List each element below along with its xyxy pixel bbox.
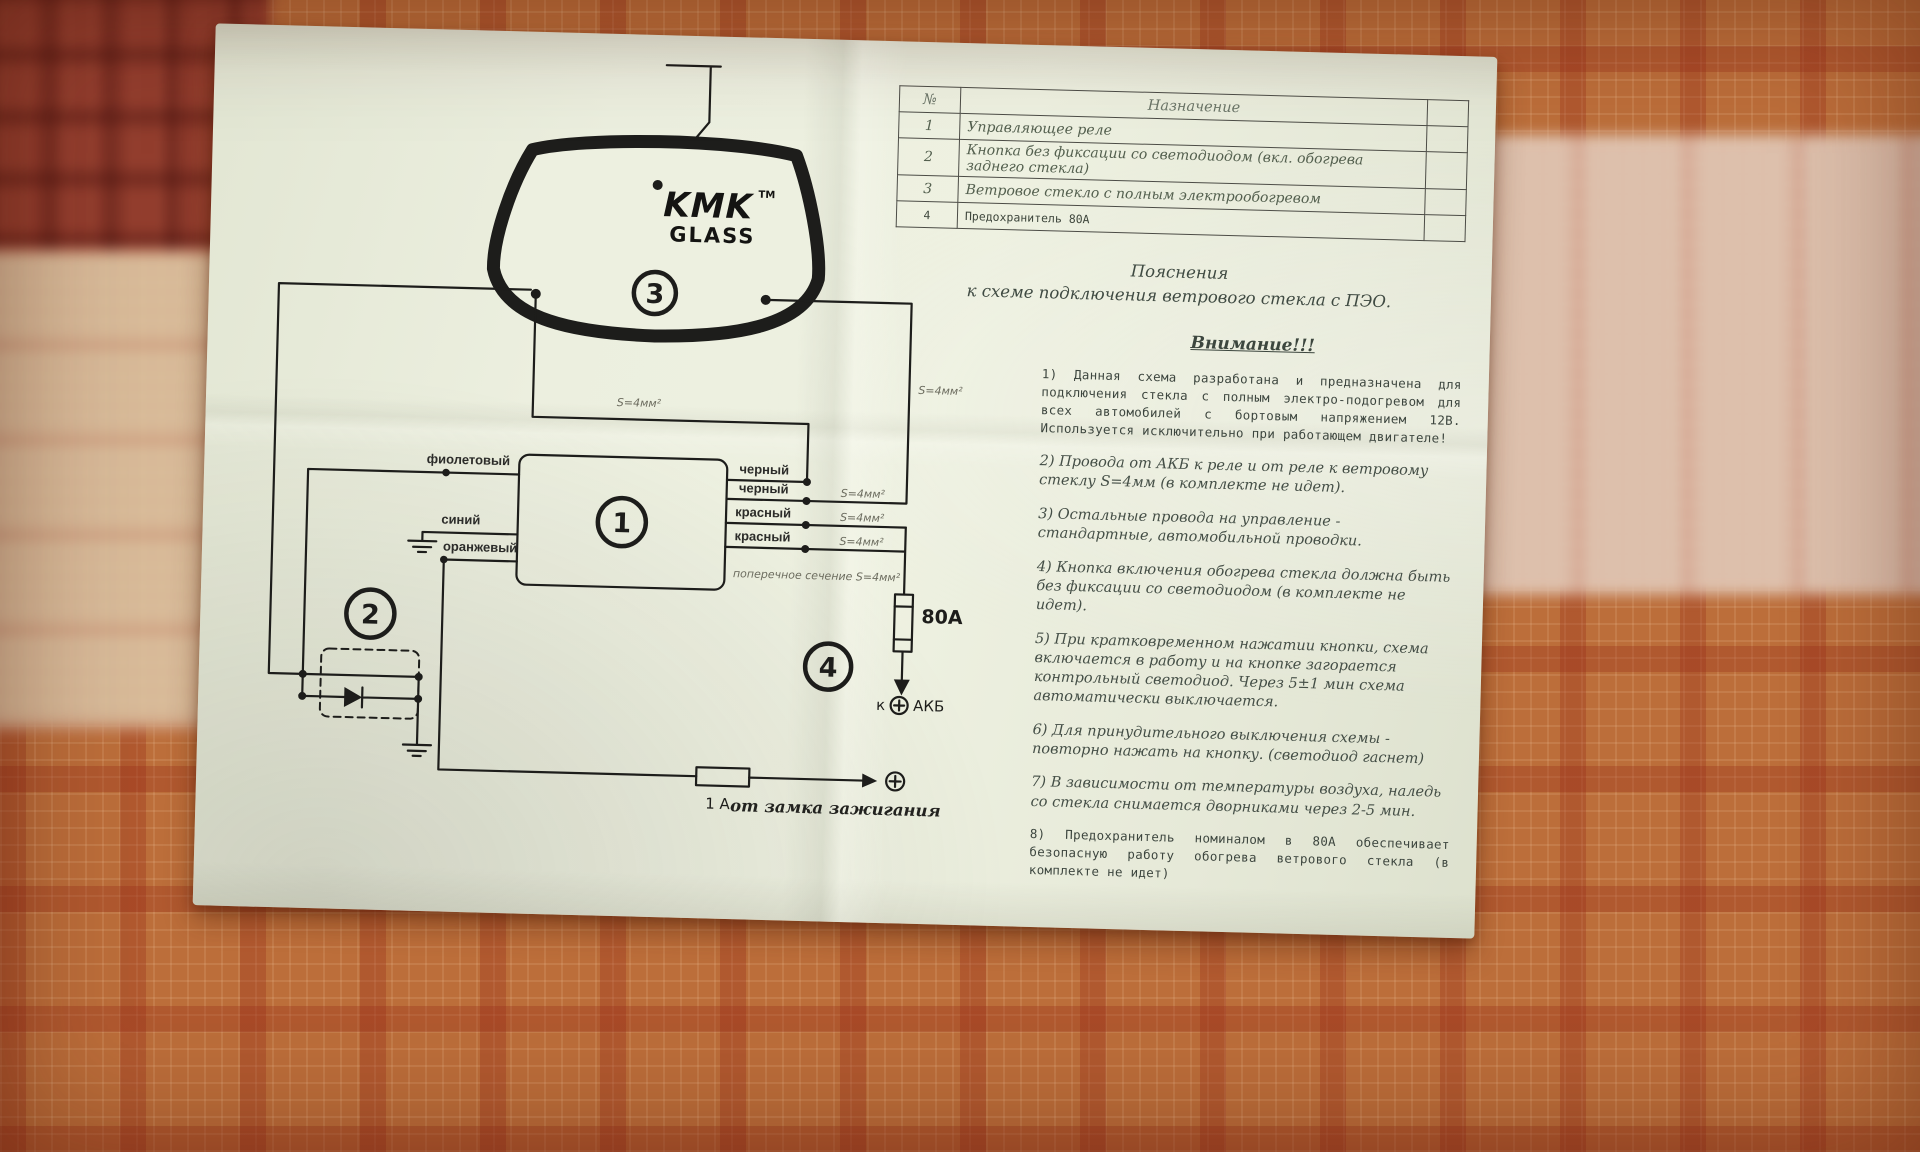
wire-orange: оранжевый <box>437 539 864 782</box>
wire-red-1: красный S=4мм² <box>724 504 907 529</box>
s4-label: S=4мм² <box>839 535 884 549</box>
wire-label-black: черный <box>739 480 789 496</box>
s4-label: S=4мм² <box>841 487 886 501</box>
notes-title: Пояснения к схеме подключения ветрового … <box>894 253 1465 316</box>
wire-label-violet: фиолетовый <box>427 451 511 468</box>
wire-label-black: черный <box>739 461 789 477</box>
circle-number-relay <box>595 495 649 549</box>
col-header-extra <box>1427 99 1469 127</box>
wire-right-terminal: S=4мм² <box>725 298 963 505</box>
circle-number-button <box>344 587 397 640</box>
wire-left-terminal: S=4мм² <box>267 282 810 676</box>
wiring-diagram: KMK TM GLASS 3 S=4мм² S=4мм² <box>193 23 1006 923</box>
wiring-diagram-svg: KMK TM GLASS 3 S=4мм² S=4мм² <box>267 64 963 821</box>
ignition-arrow-icon <box>861 773 878 788</box>
s4-label: S=4мм² <box>840 511 885 525</box>
s4-label: S=4мм² <box>617 396 662 410</box>
wire-black-1: черный <box>725 461 811 487</box>
wire-violet: фиолетовый <box>301 451 521 698</box>
ignition-plus-icon <box>885 771 906 792</box>
button-box <box>298 647 433 758</box>
relay-number: 1 <box>612 508 632 539</box>
led-diode-icon <box>319 686 420 709</box>
wire-blue: синий <box>407 511 519 554</box>
ground-icon-button <box>401 743 433 758</box>
glass-number: 3 <box>645 279 665 310</box>
windshield-terminal-top <box>652 179 663 190</box>
col-header-no: № <box>899 85 961 114</box>
svg-text:АКБ: АКБ <box>913 697 945 716</box>
fuse-80a-label: 80А <box>921 606 963 629</box>
circle-number-fuse <box>802 641 854 692</box>
fuse-number: 4 <box>818 652 838 683</box>
wire-label-orange: оранжевый <box>443 539 518 556</box>
note-item: 1) Данная схема разработана и предназнач… <box>1040 365 1462 446</box>
note-item: 2) Провода от АКБ к реле и от реле к вет… <box>1038 453 1429 497</box>
ground-icon-blue <box>407 539 438 554</box>
battery-arrow-icon <box>893 650 910 696</box>
note-item: 7) В зависимости от температуры воздуха,… <box>1030 774 1442 820</box>
notes-list: 1) Данная схема разработана и предназнач… <box>1029 365 1462 890</box>
legend-table: № Назначение 1 Управляющее реле 2 Кнопка… <box>896 85 1470 242</box>
note-item: 5) При кратковременном нажатии кнопки, с… <box>1033 630 1429 711</box>
instruction-sheet: KMK TM GLASS 3 S=4мм² S=4мм² <box>192 23 1498 939</box>
attention-heading: Внимание!!! <box>1190 332 1316 357</box>
note-item: 3) Остальные провода на управление - ста… <box>1037 506 1363 550</box>
note-item: 4) Кнопка включения обогрева стекла долж… <box>1035 558 1451 615</box>
wire-label-red: красный <box>735 504 791 520</box>
explanation-column: № Назначение 1 Управляющее реле 2 Кнопка… <box>878 85 1469 905</box>
svg-text:KMK: KMK <box>663 185 755 227</box>
svg-text:GLASS: GLASS <box>669 222 756 248</box>
battery-label: к АКБ <box>876 696 945 716</box>
fuse-1a: 1 А <box>694 766 751 813</box>
note-item: 6) Для принудительного выключения схемы … <box>1031 721 1425 768</box>
svg-text:к: к <box>876 696 886 714</box>
button-number: 2 <box>361 599 381 630</box>
wire-label-blue: синий <box>441 511 480 527</box>
fuse-1a-label: 1 А <box>705 794 731 813</box>
wire-black-2: черный S=4мм² <box>739 480 886 505</box>
s4-label: S=4мм² <box>918 384 963 398</box>
wire-label-red: красный <box>734 528 790 544</box>
svg-text:TM: TM <box>758 190 775 201</box>
wire-red-2: красный S=4мм² <box>724 526 907 596</box>
windshield: KMK TM GLASS 3 <box>486 134 826 343</box>
fuse-80a: 80А <box>892 593 963 653</box>
tablecloth-pink-patch <box>1462 135 1920 595</box>
cross-section-label: поперечное сечение S=4мм² <box>733 567 901 584</box>
circle-number-glass <box>631 269 679 317</box>
relay-box: 1 <box>515 453 729 591</box>
battery-plus-icon <box>889 695 909 716</box>
kmk-glass-logo: KMK TM GLASS <box>663 185 776 248</box>
note-item: 8) Предохранитель номиналом в 80А обеспе… <box>1028 825 1450 881</box>
